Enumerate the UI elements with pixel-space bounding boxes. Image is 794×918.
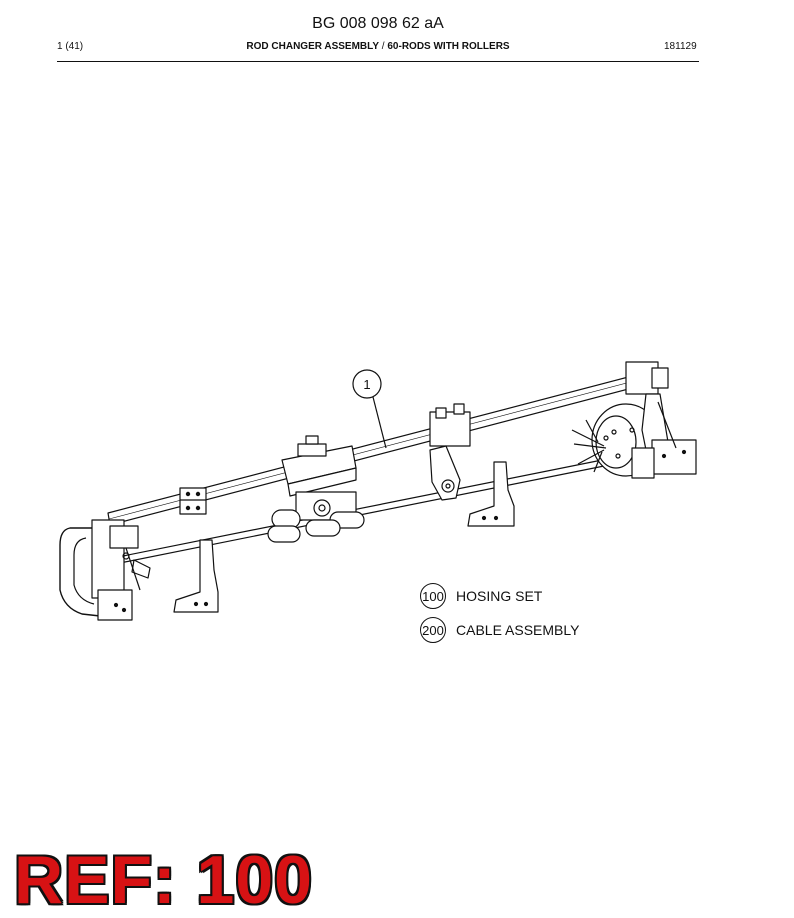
legend-label: CABLE ASSEMBLY (456, 622, 580, 638)
legend-number-circle: 100 (420, 583, 446, 609)
balloon-1-label: 1 (363, 377, 370, 392)
doc-title-separator: / (379, 41, 388, 52)
legend-row-hosing-set: 100 HOSING SET (420, 583, 542, 609)
legend-label: HOSING SET (456, 588, 543, 604)
legend-number-circle: 200 (420, 617, 446, 643)
rail-clamp (179, 487, 207, 515)
center-carriage (267, 435, 365, 543)
balloon-1: 1 (352, 369, 387, 449)
doc-date: 181129 (664, 41, 697, 52)
doc-title: ROD CHANGER ASSEMBLY / 60-RODS WITH ROLL… (0, 41, 756, 52)
doc-title-main: ROD CHANGER ASSEMBLY (246, 41, 380, 52)
legend-row-cable-assembly: 200 CABLE ASSEMBLY (420, 617, 579, 643)
mid-bracket (429, 403, 471, 501)
doc-number: BG 008 098 62 aA (312, 15, 444, 32)
page-index: 1 (41) (57, 41, 84, 52)
doc-title-sub: 60-RODS WITH ROLLERS (387, 41, 510, 52)
right-end-frame (625, 361, 697, 479)
left-end-frame (59, 519, 151, 621)
header-rule (57, 61, 699, 62)
ref-stamp: REF: 100 (14, 842, 313, 918)
left-support-leg (173, 539, 219, 613)
middle-support-leg (467, 461, 515, 527)
